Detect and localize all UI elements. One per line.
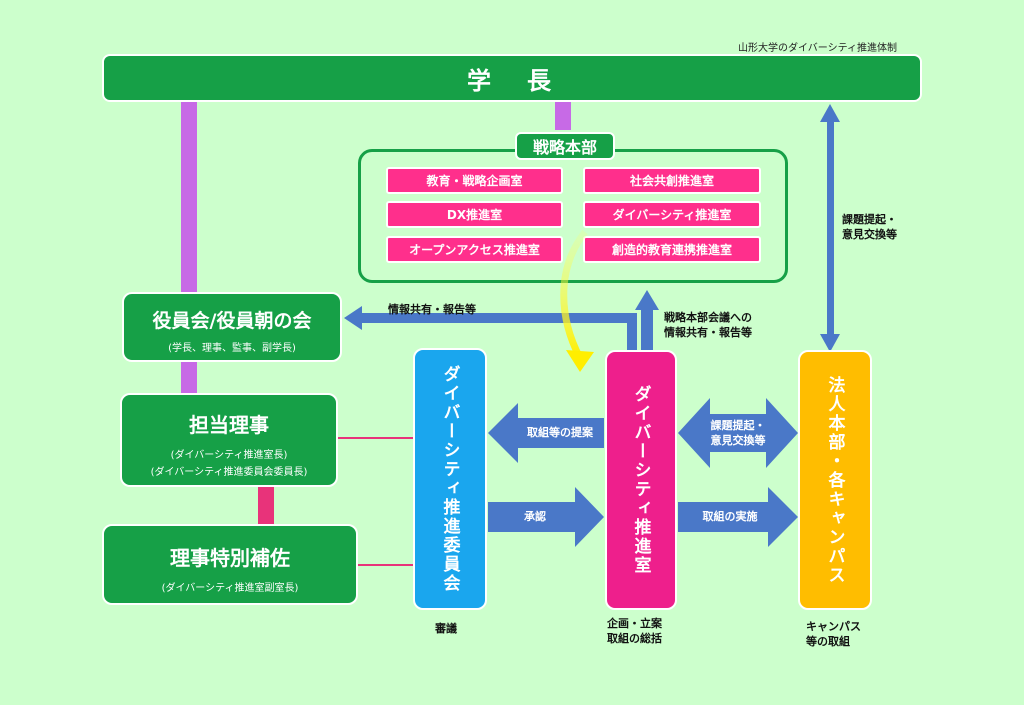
hq-meeting-label-1: 戦略本部会議への xyxy=(664,311,752,324)
campus-note-1: キャンパス xyxy=(806,620,861,633)
issue-right-label-2: 意見交換等 xyxy=(842,228,897,241)
info-share-arrow xyxy=(356,313,637,352)
info-share-label: 情報共有・報告等 xyxy=(388,303,476,316)
president-box: 学 長 xyxy=(102,54,922,102)
issue-mid-label-1: 課題提起・ xyxy=(710,419,766,432)
special-assistant-subtitle: (ダイバーシティ推進室副室長) xyxy=(161,583,299,594)
strategy-hq-title-text: 戦略本部 xyxy=(532,138,597,157)
office-box: ダイバーシティ推進室 xyxy=(605,350,677,610)
hq-report-arrow-shaft xyxy=(641,308,653,352)
committee-box: ダイバーシティ推進委員会 xyxy=(413,348,487,610)
board-subtitle: (学長、理事、監事、副学長) xyxy=(168,343,296,354)
implementation-label: 取組の実施 xyxy=(702,510,758,523)
president-campus-head-top xyxy=(820,104,840,122)
hq-meeting-label-2: 情報共有・報告等 xyxy=(664,326,752,339)
committee-note: 審議 xyxy=(435,622,457,635)
issue-double-arrow xyxy=(678,398,798,468)
diversity-link-arrow xyxy=(560,229,588,360)
president-campus-shaft xyxy=(827,118,834,340)
special-assistant-title: 理事特別補佐 xyxy=(170,546,290,570)
approval-arrow xyxy=(488,487,604,547)
special-assistant-box: 理事特別補佐 (ダイバーシティ推進室副室長) xyxy=(102,524,358,605)
director-line2: (ダイバーシティ推進委員会委員長) xyxy=(150,467,308,478)
office-note-1: 企画・立案 xyxy=(607,617,662,630)
connector-director-assistant xyxy=(258,485,274,525)
info-share-arrowhead xyxy=(344,306,362,330)
proposal-arrow xyxy=(488,403,604,463)
connector-president-board xyxy=(181,100,197,296)
hq-item-diversity: ダイバーシティ推進室 xyxy=(583,201,761,228)
office-note-2: 取組の総括 xyxy=(607,632,662,645)
director-title: 担当理事 xyxy=(189,413,269,437)
implementation-arrow xyxy=(678,487,798,547)
connector-assistant-committee xyxy=(356,564,414,566)
diagram-caption: 山形大学のダイバーシティ推進体制 xyxy=(738,43,897,54)
campus-box: 法人本部・各キャンパス xyxy=(798,350,872,610)
director-box: 担当理事 (ダイバーシティ推進室長) (ダイバーシティ推進委員会委員長) xyxy=(120,393,338,487)
issue-mid-label-2: 意見交換等 xyxy=(710,434,766,447)
campus-note-2: 等の取組 xyxy=(806,635,850,648)
hq-item-creative-education: 創造的教育連携推進室 xyxy=(583,236,761,263)
board-box: 役員会/役員朝の会 (学長、理事、監事、副学長) xyxy=(122,292,342,362)
issue-right-label-1: 課題提起・ xyxy=(842,213,897,226)
director-line1: (ダイバーシティ推進室長) xyxy=(170,450,288,461)
diversity-link-arrowhead xyxy=(566,350,594,372)
connector-director-committee xyxy=(336,437,414,439)
strategy-hq-title: 戦略本部 xyxy=(515,132,615,160)
approval-label: 承認 xyxy=(524,510,546,523)
proposal-label: 取組等の提案 xyxy=(527,426,593,439)
hq-item-open-access: オープンアクセス推進室 xyxy=(386,236,563,263)
connector-board-director xyxy=(181,360,197,396)
president-title: 学 長 xyxy=(467,66,557,95)
hq-report-arrowhead xyxy=(635,290,659,310)
hq-item-dx: DX推進室 xyxy=(386,201,563,228)
hq-item-social-co-creation: 社会共創推進室 xyxy=(583,167,761,194)
president-campus-head-bottom xyxy=(820,334,840,352)
hq-item-education-strategy: 教育・戦略企画室 xyxy=(386,167,563,194)
connector-president-hq xyxy=(555,100,571,130)
board-title: 役員会/役員朝の会 xyxy=(152,310,312,332)
